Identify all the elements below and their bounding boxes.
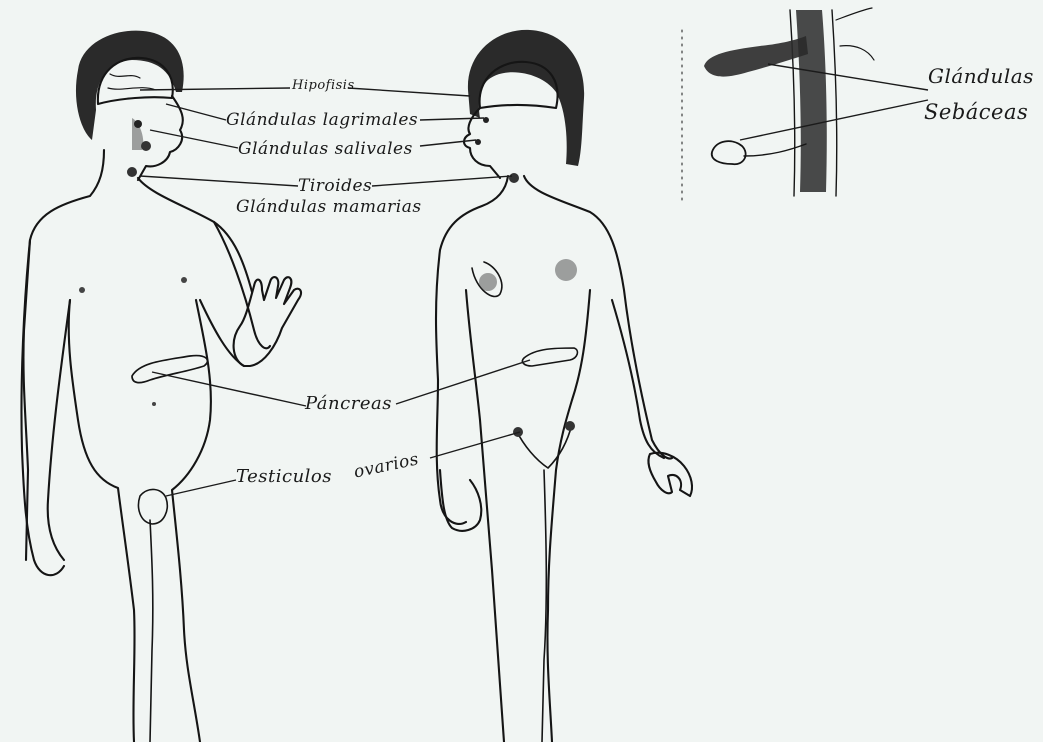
male-hair [76,31,184,140]
male-face [138,96,183,180]
label-tiroides: Tiroides [298,176,372,196]
female-hair [468,30,584,166]
label-pancreas: Páncreas [305,393,392,414]
label-sebaceas: Sebáceas [924,100,1028,124]
female-pancreas [522,348,577,366]
male-pancreas [132,356,208,383]
label-glandulas-salivales: Glándulas salivales [238,139,413,159]
label-hipofisis: Hipofisis [292,78,355,93]
label-glandulas-mamarias: Glándulas mamarias [236,197,422,217]
upper-gland [704,36,808,77]
sebaceous-detail [682,8,874,200]
male-figure [21,31,300,742]
label-glandulas: Glándulas [928,64,1034,88]
female-figure [436,30,692,742]
hair-shaft [796,10,827,192]
label-glandulas-lagrimales: Glándulas lagrimales [226,110,418,130]
label-testiculos: Testiculos [236,466,332,487]
